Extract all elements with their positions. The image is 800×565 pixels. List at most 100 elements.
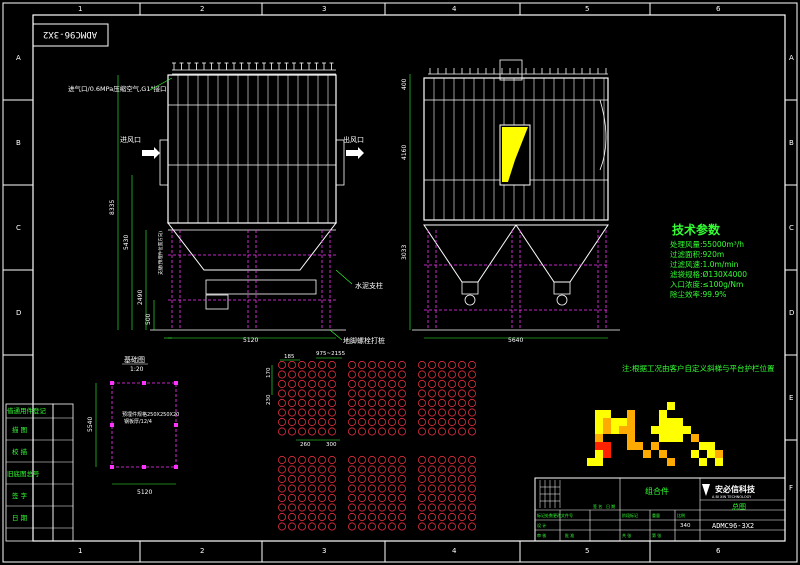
tb-cell: 日 期 [606,503,615,509]
filter-hole [328,399,336,407]
filter-hole [318,465,326,474]
filter-hole [468,389,476,398]
filter-hole [448,361,456,369]
rotated-title-box [32,23,109,47]
filter-hole [358,475,366,483]
filter-hole [418,427,426,436]
filter-hole [458,418,466,426]
filter-hole [468,465,476,474]
filter-hole [368,456,376,464]
filter-hole [358,389,366,398]
filter-hole [278,427,286,436]
logo-pixel [715,458,723,466]
filter-hole [368,513,376,521]
filter-hole [318,513,326,521]
filter-hole [398,361,406,369]
tube-sheet: 185 975~2155 170 230 260 300 [266,351,476,531]
logo-pixel [611,418,619,426]
filter-hole [298,475,306,483]
side-body [423,77,609,221]
filter-hole [318,503,326,512]
foundation-note-1: 预埋件规格250X250X20 [122,411,179,418]
filter-hole [298,465,306,474]
filter-hole [448,494,456,502]
filter-hole [368,427,376,436]
inner-border [32,14,786,542]
logo-pixel [627,426,635,434]
filter-hole [318,380,326,388]
dim-side-mid: 4160 [401,145,408,160]
filter-hole [298,389,306,398]
logo-pixel [675,434,683,442]
row-label: D [16,309,21,317]
filter-hole [468,427,476,436]
left-register-table: 借通用件登记 描 图 校 描 旧底图总号 签 字 日 期 [5,403,74,542]
logo-pixel [595,442,603,450]
filter-hole [288,408,296,417]
filter-hole [428,456,436,464]
filter-hole [308,427,316,436]
filter-hole [328,484,336,493]
logo-pixel [667,458,675,466]
filter-hole [378,427,386,436]
filter-hole [398,427,406,436]
filter-hole [358,399,366,407]
filter-hole [398,475,406,483]
dim-side-low: 3033 [401,245,408,260]
filter-hole [298,522,306,531]
filter-hole [448,380,456,388]
filter-hole [368,522,376,531]
top-nozzles [172,69,336,75]
filter-hole [438,370,446,379]
filter-hole [318,389,326,398]
filter-hole [398,513,406,521]
logo-pixel [699,442,707,450]
filter-hole [278,380,286,388]
filter-hole [278,456,286,464]
filter-hole [398,484,406,493]
logo-pixel [651,442,659,450]
filter-hole [388,494,396,502]
filter-hole [358,494,366,502]
filter-hole [428,522,436,531]
tech-line: 过滤风速:1.0m/min [670,259,739,269]
logo-pixel [603,426,611,434]
filter-hole [438,475,446,483]
filter-hole [458,399,466,407]
filter-hole [448,513,456,521]
filter-hole [468,503,476,512]
filter-hole [468,418,476,426]
filter-hole [348,503,356,512]
filter-hole [328,370,336,379]
filter-hole [418,399,426,407]
filter-hole [308,513,316,521]
filter-hole [448,389,456,398]
side-dims [409,74,608,339]
filter-hole [348,427,356,436]
filter-hole [398,408,406,417]
filter-hole [308,494,316,502]
filter-hole [438,418,446,426]
tech-line: 滤袋规格:Ø130X4000 [670,269,747,279]
filter-hole [308,361,316,369]
logo-pixel [643,450,651,458]
filter-hole [428,494,436,502]
filter-hole [398,522,406,531]
filter-hole [428,418,436,426]
filter-hole [458,370,466,379]
filter-hole [378,456,386,464]
filter-hole [348,361,356,369]
dim-mid: 5430 [123,235,130,250]
filter-hole [468,513,476,521]
filter-hole [298,513,306,521]
filter-hole [358,503,366,512]
filter-hole [428,408,436,417]
company-logo-icon [702,484,710,496]
support-note: 支腿(预埋件位置方向) [157,231,164,275]
filter-hole [438,389,446,398]
row-label: C [16,224,21,232]
row-label: F [789,484,793,492]
logo-pixel [715,450,723,458]
filter-hole [318,456,326,464]
filter-hole [388,503,396,512]
